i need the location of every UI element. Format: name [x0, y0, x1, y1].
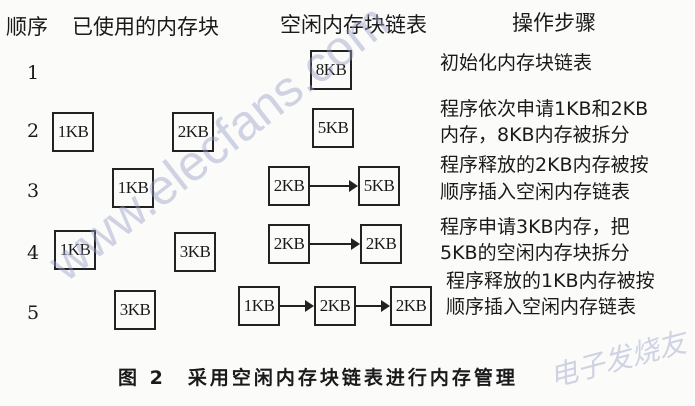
step-text: 顺序插入空闲内存链表 [446, 296, 637, 318]
free-block: 5KB [358, 166, 400, 206]
figure-caption: 图 2 采用空闲内存块链表进行内存管理 [118, 367, 518, 389]
used-block: 2KB [172, 112, 214, 152]
link-arrow [310, 180, 358, 192]
free-block: 2KB [314, 286, 356, 326]
row-number: 1 [27, 62, 40, 84]
row-number: 4 [27, 242, 40, 264]
used-block: 1KB [52, 112, 94, 152]
link-arrow [356, 300, 390, 312]
header-steps: 操作步骤 [512, 11, 596, 35]
link-arrow [310, 238, 360, 250]
link-arrow [280, 300, 314, 312]
free-block: 2KB [360, 224, 402, 264]
step-text: 程序依次申请1KB和2KB [440, 98, 649, 120]
used-block: 1KB [112, 168, 154, 208]
step-text: 5KB的空闲内存块拆分 [440, 242, 630, 264]
step-text: 内存，8KB内存被拆分 [440, 124, 630, 146]
row-number: 2 [27, 120, 40, 142]
used-block: 1KB [54, 230, 96, 270]
brand-watermark: 电子发烧友 [546, 326, 690, 393]
free-block: 2KB [268, 224, 310, 264]
free-block: 2KB [268, 166, 310, 206]
step-text: 初始化内存块链表 [440, 52, 593, 74]
header-used-blocks: 已使用的内存块 [72, 15, 219, 39]
step-text: 顺序插入空闲内存链表 [440, 181, 631, 203]
step-text: 程序释放的2KB内存被按 [440, 154, 649, 176]
free-block: 8KB [310, 50, 352, 90]
row-number: 3 [27, 180, 40, 202]
header-order: 顺序 [6, 15, 48, 39]
free-block: 1KB [238, 286, 280, 326]
header-free-list: 空闲内存块链表 [280, 13, 427, 37]
step-text: 程序释放的1KB内存被按 [446, 270, 655, 292]
step-text: 程序申请3KB内存，把 [440, 216, 630, 238]
free-block: 5KB [312, 108, 354, 148]
used-block: 3KB [174, 232, 216, 272]
free-block: 2KB [390, 286, 432, 326]
row-number: 5 [27, 302, 40, 324]
used-block: 3KB [114, 290, 156, 330]
